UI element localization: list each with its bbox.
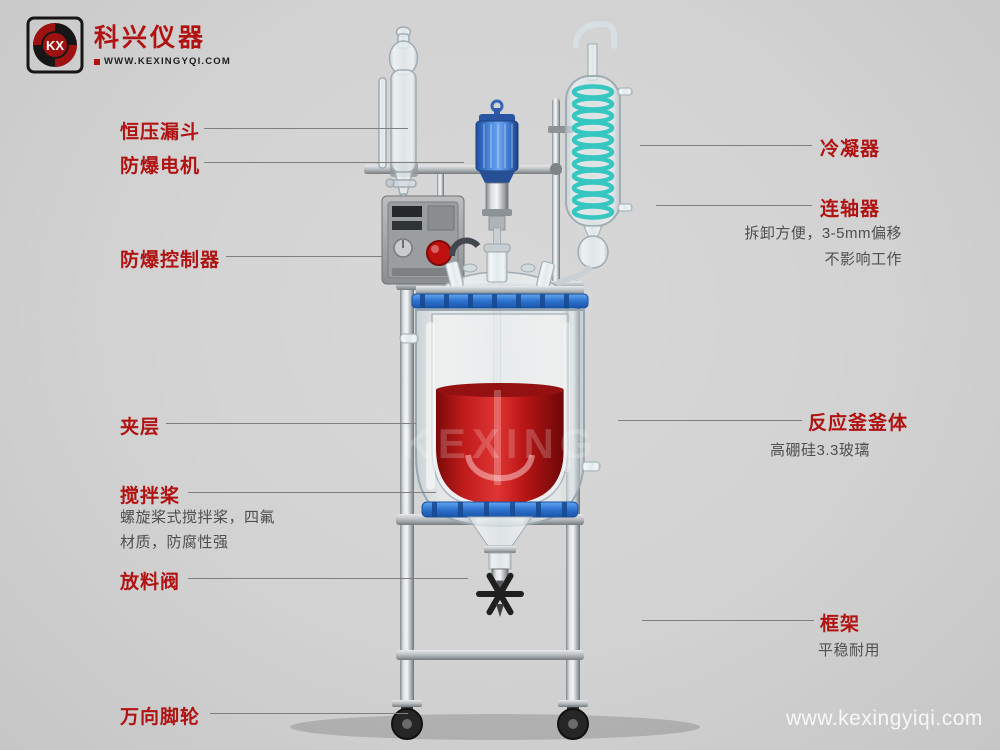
brand-logo: KX 科兴仪器 WWW.KEXINGYQI.COM [26,16,231,74]
agitator-motor [475,99,519,183]
label-jacket: 夹层 [120,417,161,438]
leader-jacket [166,423,416,424]
label-frame: 框架 [820,614,861,635]
leader-discharge-valve [188,578,468,579]
coupling [482,182,512,231]
jacket-port-right [581,461,601,472]
brand-website: WWW.KEXINGYQI.COM [94,56,231,67]
desc-frame: 平稳耐用 [818,642,881,659]
logo-monogram: KX [46,38,64,53]
leader-coupling [656,205,812,206]
desc-coupling: 拆卸方便，3-5mm偏移 不影响工作 [744,225,902,268]
red-liquid [436,390,564,504]
floor-shadow [290,714,700,740]
stirrer-paddle [465,454,535,482]
label-constant-pressure-funnel: 恒压漏斗 [120,122,201,143]
jacket-port-left [399,333,419,344]
label-discharge-valve: 放料阀 [120,572,181,593]
site-watermark: www.kexingyiqi.com [786,707,983,730]
leader-explosion-proof-controller [226,256,382,257]
leader-frame [642,620,814,621]
leader-condenser [640,145,812,146]
label-coupling: 连轴器 [820,199,881,220]
controller-box [381,174,465,285]
caster-wheel-right [557,707,589,740]
leader-constant-pressure-funnel [204,128,408,129]
site-dot-icon [94,58,100,65]
label-condenser: 冷凝器 [820,139,881,160]
reactor-vessel: KEXING [399,309,601,528]
leader-caster-wheels [210,713,408,714]
condenser [547,20,633,293]
label-stirring-paddle: 搅拌桨 [120,486,181,507]
emergency-stop-button [426,240,452,266]
label-explosion-proof-motor: 防爆电机 [120,156,201,177]
reactor-lid [411,237,589,309]
leader-reactor-body [618,420,802,421]
caster-wheel-left [391,707,423,740]
label-explosion-proof-controller: 防爆控制器 [120,250,221,271]
label-reactor-body: 反应釜釜体 [808,413,909,434]
label-caster-wheels: 万向脚轮 [120,707,201,728]
logo-emblem: KX [26,16,84,74]
brand-name: 科兴仪器 [94,24,207,52]
desc-stirring-paddle: 螺旋桨式搅拌桨，四氟 材质，防腐性强 [120,509,276,551]
leader-stirring-paddle [188,492,436,493]
desc-reactor-body: 高硼硅3.3玻璃 [770,442,870,459]
leader-explosion-proof-motor [204,162,464,163]
valve-handle [476,572,524,616]
constant-pressure-funnel [378,26,455,289]
discharge-valve [467,516,533,617]
